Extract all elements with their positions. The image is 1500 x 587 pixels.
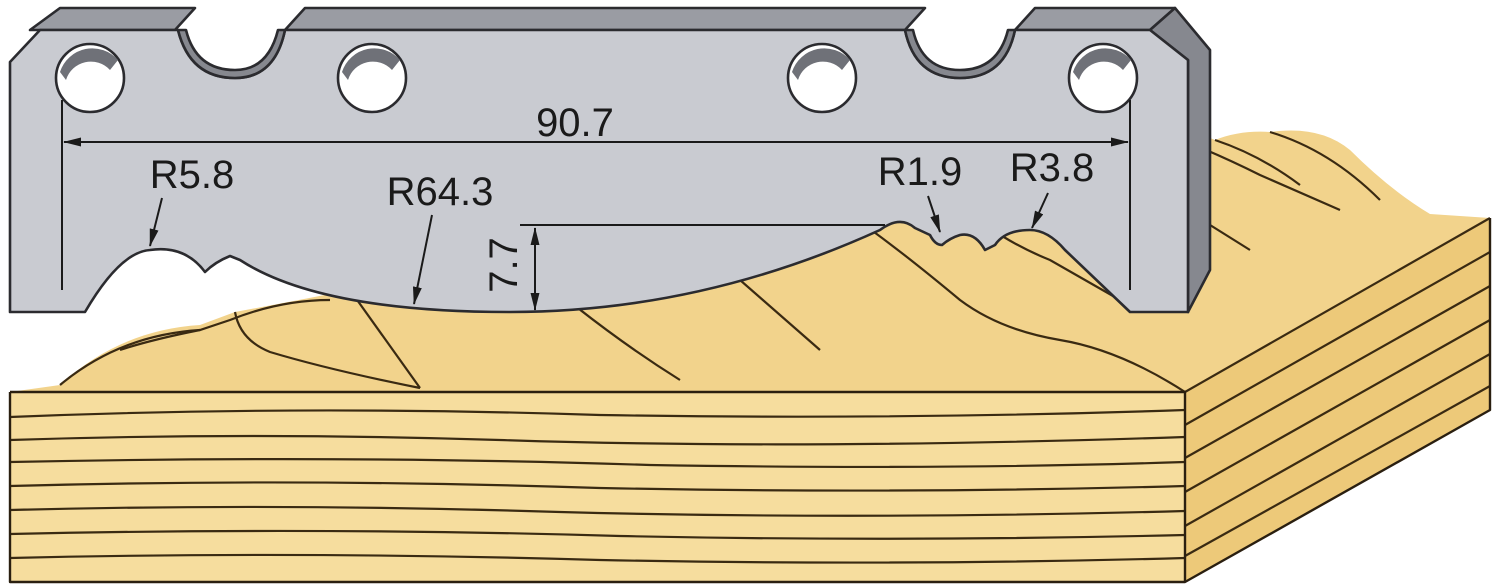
cutout-shading-right <box>903 28 1017 80</box>
radius-small-label: R1.9 <box>878 150 963 194</box>
radius-small-leader <box>927 195 941 233</box>
radius-main-label: R64.3 <box>387 170 494 214</box>
radius-left-label: R5.8 <box>150 153 235 197</box>
side-grain <box>1184 251 1491 557</box>
radius-main-leader <box>412 214 433 305</box>
bolt-holes <box>54 42 1139 114</box>
knife-top-bevel <box>28 6 1177 32</box>
depth-label: 7.7 <box>482 237 526 293</box>
radius-right-label: R3.8 <box>1010 146 1095 190</box>
cutout-shading-left <box>176 28 287 80</box>
front-grain <box>9 408 1186 564</box>
wood-side-face <box>1185 218 1490 582</box>
radius-right-leader <box>1031 192 1049 229</box>
radius-left-leader <box>149 197 163 247</box>
width-label: 90.7 <box>536 101 614 145</box>
profile-knife <box>8 6 1212 314</box>
dimensions: 90.7 7.7 R5.8 R64.3 R1.9 R3.8 <box>61 100 1131 311</box>
